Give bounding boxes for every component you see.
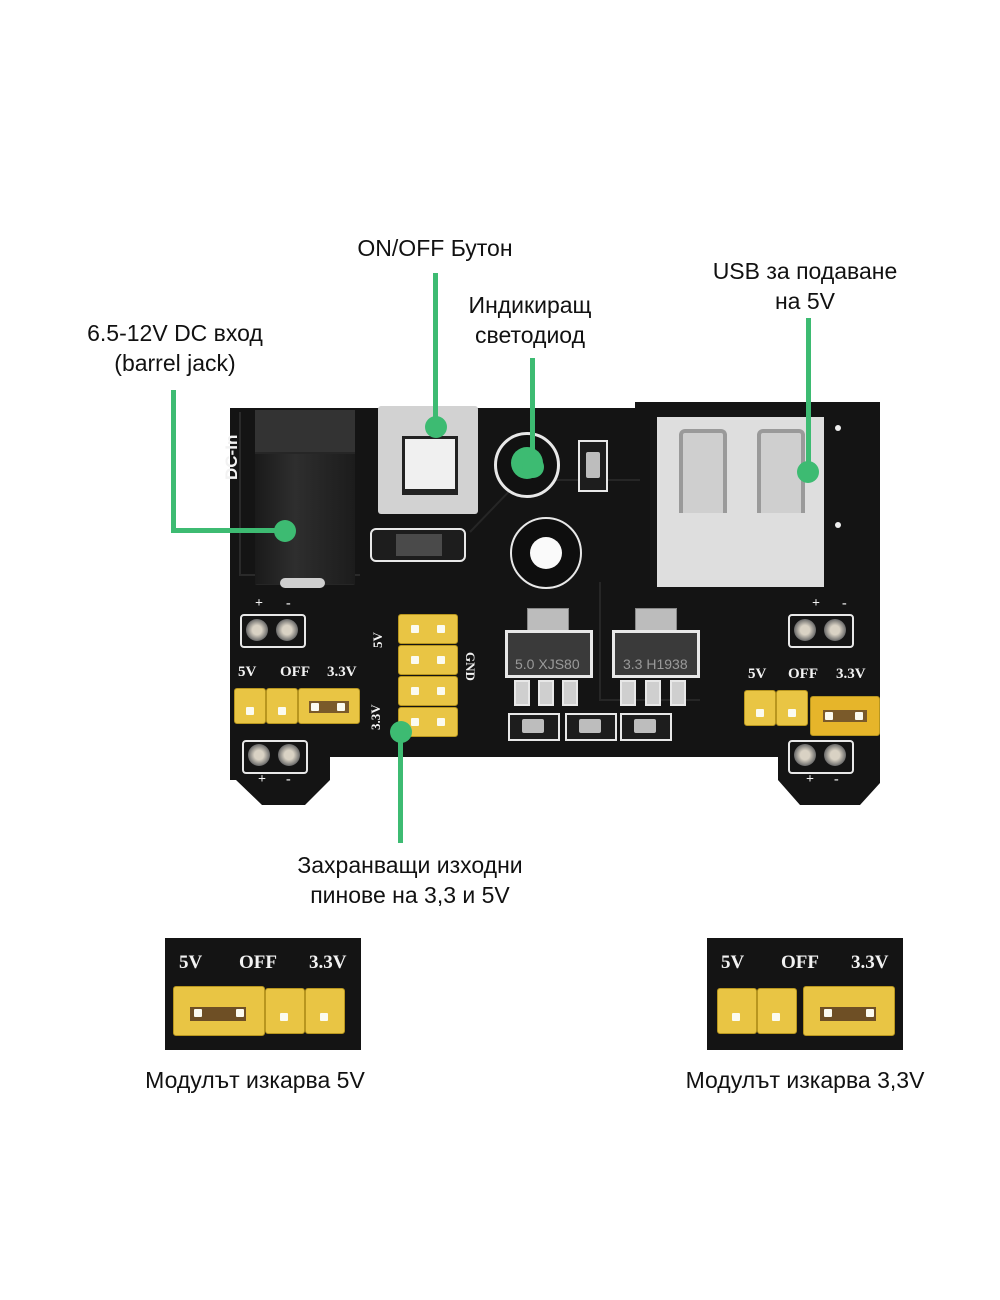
- regulator-5v-marking: 5.0 XJS80: [515, 656, 580, 672]
- example-3v3-photo: 5V OFF 3.3V: [707, 938, 903, 1050]
- rail-minus-label: -: [834, 772, 839, 787]
- label-usb-line2: на 5V: [774, 288, 835, 314]
- leader-line-led: [530, 358, 535, 468]
- switch-button[interactable]: [402, 436, 458, 495]
- jumper-cap-3v3[interactable]: [298, 688, 360, 724]
- leader-line-on-off: [433, 273, 438, 423]
- label-dc-line2: (barrel jack): [114, 350, 236, 376]
- header-label-5v: 5V: [370, 632, 385, 648]
- power-switch[interactable]: [378, 406, 478, 514]
- example-5v-photo: 5V OFF 3.3V: [165, 938, 361, 1050]
- smd-capacitor: [565, 713, 617, 741]
- header-row[interactable]: [398, 645, 458, 675]
- label-indicator-led: Индикиращ светодиод: [460, 290, 600, 350]
- label-on-off-button: ON/OFF Бутон: [345, 233, 525, 263]
- label-pins-line2: пинове на 3,3 и 5V: [310, 882, 510, 908]
- rail-plus-label: +: [812, 596, 820, 611]
- rail-pin-minus[interactable]: [276, 619, 298, 641]
- label-output-pins: Захранващи изходни пинове на 3,3 и 5V: [265, 850, 555, 910]
- jumper-pin-5v[interactable]: [744, 690, 776, 726]
- rail-pin-minus[interactable]: [278, 744, 300, 766]
- label-on-off-text: ON/OFF Бутон: [357, 235, 513, 261]
- rail-pin-plus[interactable]: [794, 619, 816, 641]
- example-jumper-cap-5v[interactable]: [173, 986, 265, 1036]
- label-usb-input: USB за подаване на 5V: [690, 256, 920, 316]
- label-usb-line1: USB за подаване: [712, 258, 898, 284]
- rail-plus-label: +: [806, 772, 814, 787]
- example-jumper-cap-3v3[interactable]: [803, 986, 895, 1036]
- rail-pin-plus[interactable]: [794, 744, 816, 766]
- electrolytic-capacitor: [510, 517, 582, 589]
- mounting-hole: [835, 522, 841, 528]
- regulator-3v3-marking: 3.3 H1938: [623, 656, 688, 672]
- example-label-5v: 5V: [721, 952, 745, 973]
- jumper-pin-5v[interactable]: [234, 688, 266, 724]
- label-dc-line1: 6.5-12V DC вход: [87, 320, 263, 346]
- leader-dot-dc: [274, 520, 296, 542]
- jumper-label-off: OFF: [788, 666, 818, 682]
- rail-plus-label: +: [255, 596, 263, 611]
- jumper-label-3v3: 3.3V: [327, 664, 357, 680]
- jumper-label-5v: 5V: [238, 664, 257, 680]
- leader-dot-led: [522, 456, 544, 478]
- example-5v-caption: Модулът изкарва 5V: [145, 1067, 365, 1093]
- mounting-hole: [835, 425, 841, 431]
- example-jumper-pin-5v[interactable]: [717, 988, 757, 1034]
- jumper-label-3v3: 3.3V: [836, 666, 866, 682]
- example-label-3v3: 3.3V: [851, 952, 889, 973]
- example-jumper-pin-off[interactable]: [757, 988, 797, 1034]
- header-label-3v3: 3.3V: [368, 704, 383, 730]
- smd-capacitor: [620, 713, 672, 741]
- example-label-3v3: 3.3V: [309, 952, 347, 973]
- leader-line-usb: [806, 318, 811, 468]
- rail-plus-label: +: [258, 772, 266, 787]
- rail-pin-plus[interactable]: [248, 744, 270, 766]
- rail-minus-label: -: [286, 772, 291, 787]
- rail-minus-label: -: [842, 596, 847, 611]
- smd-capacitor: [508, 713, 560, 741]
- header-row[interactable]: [398, 676, 458, 706]
- header-label-gnd: GND: [463, 652, 478, 681]
- leader-dot-usb: [797, 461, 819, 483]
- rail-pin-minus[interactable]: [824, 619, 846, 641]
- label-led-line2: светодиод: [474, 322, 586, 348]
- header-row[interactable]: [398, 614, 458, 644]
- leader-dot-on-off: [425, 416, 447, 438]
- jumper-pin-off[interactable]: [776, 690, 808, 726]
- jumper-label-off: OFF: [280, 664, 310, 680]
- rail-pin-plus[interactable]: [246, 619, 268, 641]
- jumper-label-5v: 5V: [748, 666, 767, 682]
- barrel-jack: [255, 410, 355, 588]
- rail-minus-label: -: [286, 596, 291, 611]
- example-label-off: OFF: [239, 952, 277, 973]
- example-jumper-pin-off[interactable]: [265, 988, 305, 1034]
- leader-dot-pins: [390, 721, 412, 743]
- jumper-pin-off[interactable]: [266, 688, 298, 724]
- example-3v3-caption: Модулът изкарва 3,3V: [685, 1067, 925, 1093]
- label-pins-line1: Захранващи изходни: [297, 852, 523, 878]
- label-led-line1: Индикиращ: [468, 292, 592, 318]
- example-jumper-pin-3v3[interactable]: [305, 988, 345, 1034]
- example-label-off: OFF: [781, 952, 819, 973]
- rail-pin-minus[interactable]: [824, 744, 846, 766]
- diode: [370, 528, 466, 562]
- leader-line-dc-horizontal: [171, 528, 286, 533]
- dc-in-silkscreen: DC-In: [222, 434, 241, 480]
- example-label-5v: 5V: [179, 952, 203, 973]
- jumper-cap-3v3[interactable]: [810, 696, 880, 736]
- label-dc-input: 6.5-12V DC вход (barrel jack): [70, 318, 280, 378]
- usb-port: [657, 417, 824, 587]
- resistor: [578, 440, 608, 492]
- leader-line-pins: [398, 728, 403, 843]
- leader-line-dc-vertical: [171, 390, 176, 533]
